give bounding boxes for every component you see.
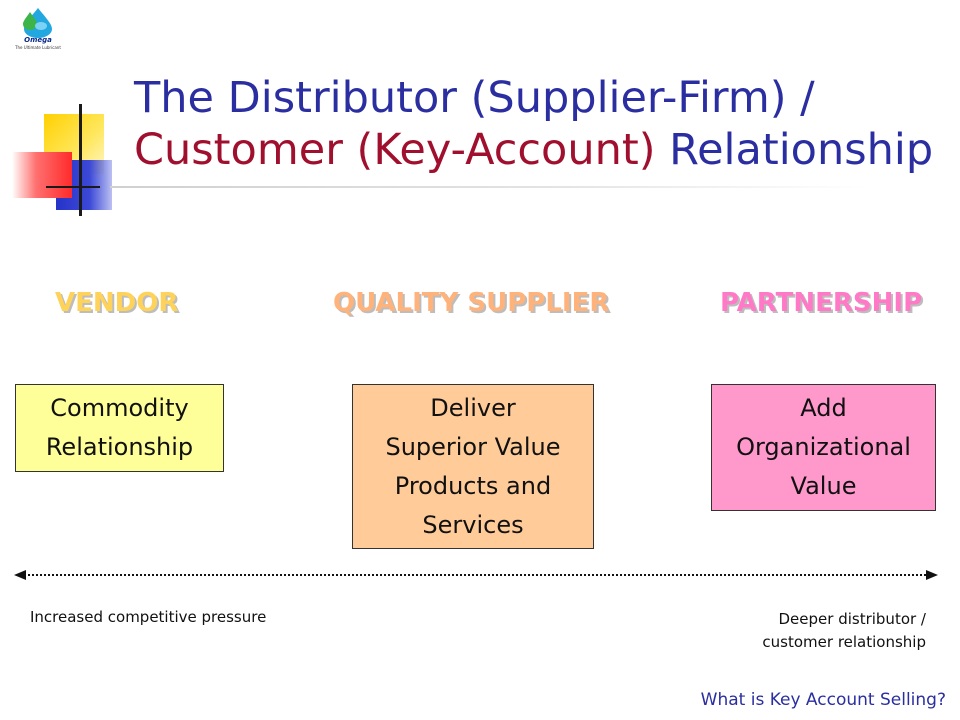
box-line: Products and [394,471,552,500]
title-underline [110,186,870,188]
stage-vendor-label: VENDOR [55,288,179,318]
arrow-left-head [14,570,26,580]
axis-left-label: Increased competitive pressure [30,608,267,626]
organizational-value-box: Add Organizational Value [711,384,936,511]
relationship-axis-arrow [14,570,938,580]
title-accent: Customer (Key-Account) [134,125,656,175]
decorative-horizontal-line [46,186,100,188]
axis-right-line: customer relationship [762,633,926,651]
stage-partnership-label: PARTNERSHIP [720,288,923,318]
omega-logo: Omega The Ultimate Lubricant [8,6,68,54]
slide-title: The Distributor (Supplier-Firm) / Custom… [134,72,944,176]
title-rest: Relationship [655,125,934,175]
axis-right-label: Deeper distributor / customer relationsh… [686,608,926,654]
footer-caption: What is Key Account Selling? [700,690,946,710]
commodity-relationship-box: Commodity Relationship [15,384,224,472]
box-line: Add [800,394,847,422]
box-line: Organizational [736,433,911,461]
box-line: Services [422,510,524,539]
superior-value-box: Deliver Superior Value Products and Serv… [352,384,594,549]
arrow-right-head [926,570,938,580]
box-line: Superior Value [385,432,561,461]
box-line: Deliver [430,393,516,422]
decorative-vertical-line [79,104,82,216]
title-line-1: The Distributor (Supplier-Firm) / [134,73,815,123]
stage-quality-supplier-label: QUALITY SUPPLIER [333,288,610,318]
logo-brand: Omega [24,36,52,44]
axis-right-line: Deeper distributor / [778,610,927,628]
box-line: Relationship [45,433,194,461]
drops-icon [23,8,52,38]
title-line-2: Customer (Key-Account) Relationship [134,124,944,176]
decorative-red-square [12,152,72,198]
box-line: Commodity [50,394,189,422]
logo-tagline: The Ultimate Lubricant [15,45,61,50]
box-line: Value [790,472,857,500]
